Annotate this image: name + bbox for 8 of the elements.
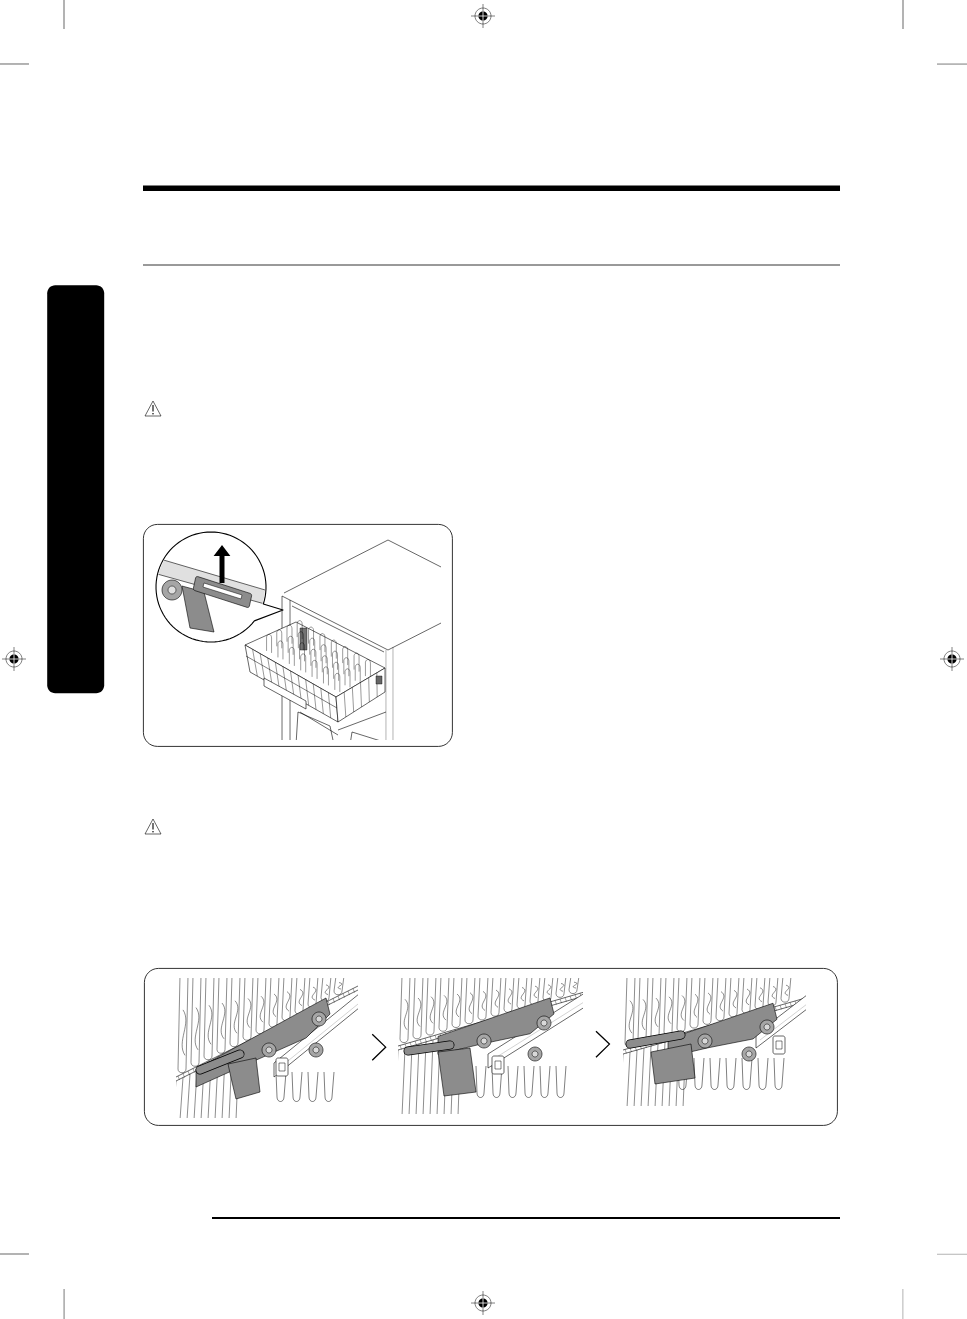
section-tab — [47, 285, 105, 694]
rack-latch-drawing — [623, 978, 806, 1106]
rack-latch-drawing — [176, 978, 358, 1118]
chevron-arrow — [595, 1030, 611, 1058]
rack-latch-drawing — [398, 978, 583, 1114]
chevron-arrow — [371, 1033, 387, 1061]
illustration-frame — [143, 524, 453, 747]
illustration-frame — [144, 968, 838, 1126]
